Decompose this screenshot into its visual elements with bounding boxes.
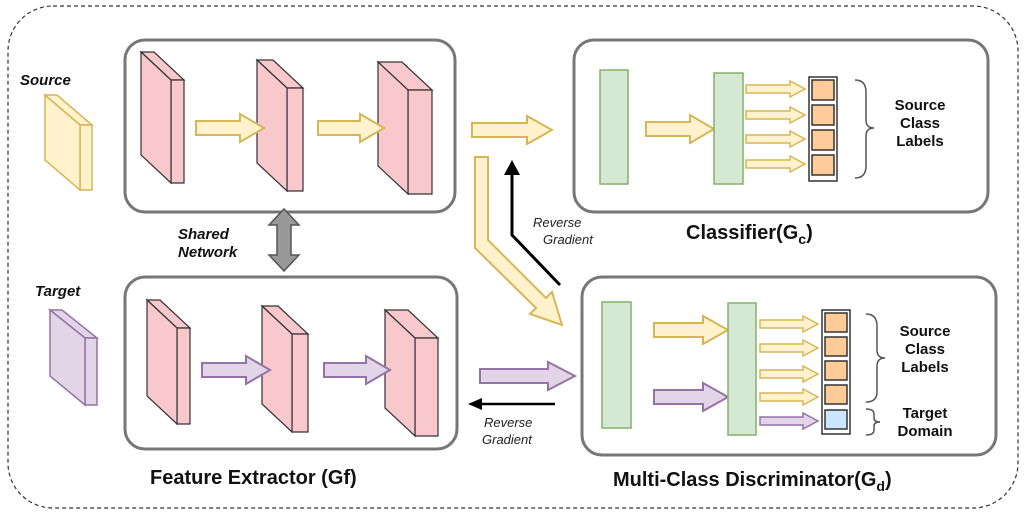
classifier-box — [572, 38, 990, 214]
target-arrow-1 — [201, 354, 272, 386]
classifier-title-close: ) — [806, 222, 813, 244]
target-to-discriminator-arrow — [479, 360, 578, 392]
target-layer-3 — [383, 308, 440, 438]
classifier-layer-2 — [713, 72, 744, 185]
outer-dashed-border — [7, 5, 1019, 509]
source-label: Source — [20, 72, 71, 89]
discriminator-target-arrow — [653, 381, 731, 413]
discriminator-class-line1: Source — [899, 323, 951, 340]
shared-network-label-line1: Shared — [178, 226, 229, 243]
source-arrow-2 — [317, 112, 386, 144]
classifier-output-units — [808, 76, 838, 182]
discriminator-layer-1 — [601, 301, 632, 429]
shared-network-label-line2: Network — [178, 244, 238, 261]
discriminator-title-close: ) — [884, 469, 892, 491]
classifier-title-sub: c — [798, 231, 807, 247]
classifier-output-line2: Class — [899, 115, 941, 132]
source-layer-1 — [139, 50, 186, 185]
discriminator-class-label: Source Class Labels — [885, 323, 965, 377]
discriminator-title-sub: d — [876, 478, 885, 494]
classifier-title: Classifier(Gc) — [686, 222, 813, 247]
discriminator-class-brace — [865, 313, 886, 403]
source-to-discriminator-arrow — [474, 156, 564, 327]
discriminator-source-arrow — [653, 314, 731, 346]
discriminator-domain-line1: Target — [902, 405, 948, 422]
classifier-title-text: Classifier(G — [686, 222, 799, 244]
discriminator-title: Multi-Class Discriminator(Gd) — [613, 469, 892, 494]
discriminator-output-units — [821, 309, 851, 435]
discriminator-box — [580, 275, 998, 457]
discriminator-domain-brace — [865, 408, 881, 436]
reverse-gradient-left-head — [468, 398, 482, 410]
reverse-gradient-bottom-label-1: Reverse — [484, 415, 533, 430]
reverse-gradient-up-line — [510, 172, 562, 287]
target-layer-1 — [145, 298, 192, 426]
target-arrow-2 — [323, 354, 392, 386]
reverse-gradient-bottom-label-2: Gradient — [482, 432, 532, 447]
reverse-gradient-top-label-1: Reverse — [533, 215, 582, 230]
shared-network-arrow — [267, 207, 301, 273]
discriminator-layer-2 — [727, 302, 757, 436]
discriminator-class-line2: Class — [904, 341, 946, 358]
feature-extractor-title: Feature Extractor (Gf) — [150, 467, 357, 489]
discriminator-domain-line2: Domain — [897, 423, 953, 440]
discriminator-class-line3: Labels — [901, 359, 949, 376]
classifier-output-arrows — [745, 79, 807, 174]
source-arrow-1 — [195, 112, 266, 144]
discriminator-title-text: Multi-Class Discriminator(G — [613, 469, 877, 491]
discriminator-domain-label: Target Domain — [885, 405, 965, 441]
classifier-output-line1: Source — [894, 97, 946, 114]
source-layer-3 — [376, 60, 434, 196]
source-layer-2 — [255, 58, 305, 193]
source-to-classifier-arrow — [471, 114, 555, 146]
classifier-output-label: Source Class Labels — [880, 97, 960, 151]
target-input-block — [47, 308, 100, 407]
discriminator-output-arrows — [759, 314, 820, 431]
classifier-layer-1 — [599, 69, 629, 185]
source-input-block — [42, 93, 95, 192]
target-label: Target — [35, 283, 81, 300]
classifier-arrow — [645, 113, 716, 145]
reverse-gradient-up-head — [504, 160, 520, 175]
reverse-gradient-top-label-2: Gradient — [543, 232, 593, 247]
classifier-output-line3: Labels — [896, 133, 944, 150]
target-layer-2 — [260, 304, 310, 434]
classifier-brace — [854, 79, 875, 179]
